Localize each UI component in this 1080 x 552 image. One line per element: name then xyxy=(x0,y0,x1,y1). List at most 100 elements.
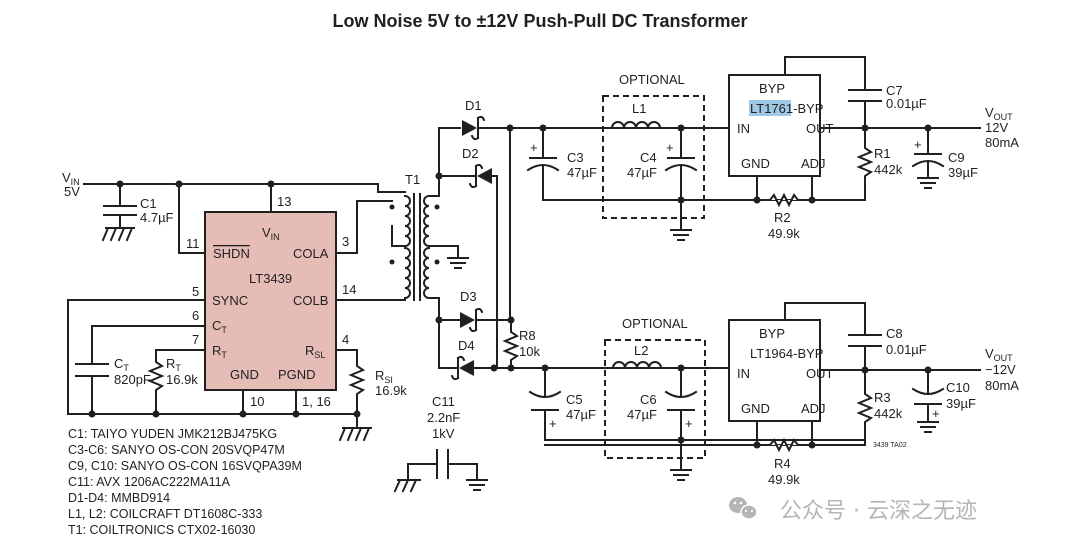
svg-text:GND: GND xyxy=(741,401,770,416)
diode-d3: D3 xyxy=(460,289,512,333)
svg-text:T1: T1 xyxy=(405,172,420,187)
svg-text:4.7µF: 4.7µF xyxy=(140,210,174,225)
bom-list: C1: TAIYO YUDEN JMK212BJ475KG C3-C6: SAN… xyxy=(68,427,302,537)
diagram-title: Low Noise 5V to ±12V Push-Pull DC Transf… xyxy=(333,11,748,31)
capacitor-c4: + C4 47µF xyxy=(627,127,698,231)
svg-text:BYP: BYP xyxy=(759,81,785,96)
svg-text:6: 6 xyxy=(192,308,199,323)
transformer-t1: T1 xyxy=(389,172,469,301)
svg-text:3439 TA02: 3439 TA02 xyxy=(873,442,907,449)
svg-text:LT1761-BYP: LT1761-BYP xyxy=(750,101,823,116)
svg-text:RSI: RSI xyxy=(375,368,393,385)
svg-text:49.9k: 49.9k xyxy=(768,226,800,241)
svg-text:R1: R1 xyxy=(874,146,891,161)
vin-rail xyxy=(83,183,393,193)
svg-text:820pF: 820pF xyxy=(114,372,151,387)
svg-text:COLA: COLA xyxy=(293,246,329,261)
capacitor-c9: + C9 39µF xyxy=(911,127,978,189)
svg-text:+: + xyxy=(530,140,538,155)
svg-text:SYNC: SYNC xyxy=(212,293,248,308)
svg-text:14: 14 xyxy=(342,282,356,297)
svg-text:12V: 12V xyxy=(985,120,1008,135)
svg-text:R4: R4 xyxy=(774,456,791,471)
optional-box-negative xyxy=(604,339,706,459)
bom-item: C3-C6: SANYO OS-CON 20SVQP47M xyxy=(68,443,285,457)
svg-text:CT: CT xyxy=(114,356,129,373)
svg-text:47µF: 47µF xyxy=(566,407,596,422)
svg-text:D2: D2 xyxy=(462,146,479,161)
svg-text:VOUT: VOUT xyxy=(985,105,1013,122)
svg-text:2.2nF: 2.2nF xyxy=(427,410,460,425)
svg-text:C8: C8 xyxy=(886,326,903,341)
svg-text:39µF: 39µF xyxy=(948,165,978,180)
inductor-l2: L2 xyxy=(611,343,663,370)
svg-text:OPTIONAL: OPTIONAL xyxy=(619,72,685,87)
svg-text:10k: 10k xyxy=(519,344,540,359)
svg-text:10: 10 xyxy=(250,394,264,409)
svg-text:1kV: 1kV xyxy=(432,426,455,441)
svg-text:IN: IN xyxy=(737,366,750,381)
ic-lt1761: BYP LT1761-BYP IN OUT GND ADJ xyxy=(728,74,834,177)
svg-text:IN: IN xyxy=(737,121,750,136)
bom-item: D1-D4: MMBD914 xyxy=(68,491,170,505)
svg-text:C9: C9 xyxy=(948,150,965,165)
svg-text:L1: L1 xyxy=(632,101,646,116)
bom-item: L1, L2: COILCRAFT DT1608C-333 xyxy=(68,507,262,521)
svg-text:D4: D4 xyxy=(458,338,475,353)
svg-text:L2: L2 xyxy=(634,343,648,358)
svg-text:5V: 5V xyxy=(64,184,80,199)
svg-text:C11: C11 xyxy=(432,394,455,409)
svg-text:49.9k: 49.9k xyxy=(768,472,800,487)
inductor-l1: L1 xyxy=(610,101,662,130)
svg-text:RT: RT xyxy=(166,356,181,373)
vin-label: VIN 5V xyxy=(62,170,80,199)
vout-negative-label: VOUT −12V 80mA xyxy=(985,346,1019,393)
capacitor-c3: + C3 47µF xyxy=(526,127,597,201)
capacitor-c1: C1 4.7µF xyxy=(101,183,174,242)
resistor-r8: R8 10k xyxy=(502,319,540,372)
svg-text:C4: C4 xyxy=(640,150,657,165)
svg-text:442k: 442k xyxy=(874,162,903,177)
svg-text:−12V: −12V xyxy=(985,362,1016,377)
svg-text:C10: C10 xyxy=(946,380,970,395)
svg-text:+: + xyxy=(914,137,922,152)
svg-text:16.9k: 16.9k xyxy=(375,383,407,398)
svg-text:C6: C6 xyxy=(640,392,657,407)
svg-text:+: + xyxy=(932,406,940,421)
svg-text:ADJ: ADJ xyxy=(801,156,826,171)
svg-text:VIN: VIN xyxy=(262,225,280,242)
svg-text:4: 4 xyxy=(342,332,349,347)
capacitor-c6: + C6 47µF xyxy=(627,367,698,471)
svg-text:3: 3 xyxy=(342,234,349,249)
svg-text:R2: R2 xyxy=(774,210,791,225)
svg-text:SHDN: SHDN xyxy=(213,246,250,261)
svg-text:+: + xyxy=(549,416,557,431)
svg-text:ADJ: ADJ xyxy=(801,401,826,416)
svg-text:D1: D1 xyxy=(465,98,482,113)
svg-text:80mA: 80mA xyxy=(985,378,1019,393)
ic-lt3439: VIN SHDN COLA LT3439 SYNC COLB CT RT RSL… xyxy=(204,211,337,391)
svg-text:7: 7 xyxy=(192,332,199,347)
svg-text:R8: R8 xyxy=(519,328,536,343)
svg-text:CT: CT xyxy=(212,318,227,335)
bom-item: C1: TAIYO YUDEN JMK212BJ475KG xyxy=(68,427,277,441)
svg-text:PGND: PGND xyxy=(278,367,316,382)
svg-text:+: + xyxy=(666,140,674,155)
vout-positive-label: VOUT 12V 80mA xyxy=(985,105,1019,150)
svg-text:LT3439: LT3439 xyxy=(249,271,292,286)
svg-text:16.9k: 16.9k xyxy=(166,372,198,387)
svg-text:39µF: 39µF xyxy=(946,396,976,411)
svg-text:OPTIONAL: OPTIONAL xyxy=(622,316,688,331)
svg-text:80mA: 80mA xyxy=(985,135,1019,150)
svg-text:OUT: OUT xyxy=(806,366,834,381)
bom-item: C9, C10: SANYO OS-CON 16SVQPA39M xyxy=(68,459,302,473)
svg-text:47µF: 47µF xyxy=(627,165,657,180)
svg-text:VOUT: VOUT xyxy=(985,346,1013,363)
svg-text:R3: R3 xyxy=(874,390,891,405)
svg-text:11: 11 xyxy=(186,236,200,251)
optional-box-positive xyxy=(602,95,705,219)
svg-text:GND: GND xyxy=(230,367,259,382)
bom-item: T1: COILTRONICS CTX02-16030 xyxy=(68,523,255,537)
svg-text:C3: C3 xyxy=(567,150,584,165)
svg-text:LT1964-BYP: LT1964-BYP xyxy=(750,346,823,361)
